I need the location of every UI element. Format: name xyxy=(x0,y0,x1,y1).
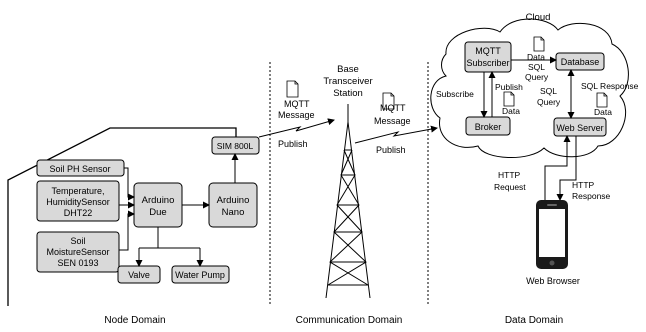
data-document-icon-c xyxy=(596,92,608,108)
node-domain-label: Node Domain xyxy=(104,315,165,326)
subscribe-label: Subscribe xyxy=(436,89,474,99)
mqtt-message-document-icon-right xyxy=(382,92,395,110)
mqtt-subscriber-label-2: Subscriber xyxy=(466,58,509,68)
web-server-label: Web Server xyxy=(556,123,603,133)
http-request-label-2: Request xyxy=(494,182,526,192)
temp-humidity-sensor-box xyxy=(36,180,120,222)
data-label-b: Data xyxy=(502,106,520,116)
mqtt-message-left-label-1: MQTT xyxy=(284,99,310,109)
database-label: Database xyxy=(561,57,600,67)
moisture-sensor-label-3: SEN 0193 xyxy=(57,258,98,268)
mqtt-message-document-icon-left xyxy=(286,80,299,98)
mqtt-message-right-label-1: MQTT xyxy=(380,103,406,113)
arduino-due-label-2: Due xyxy=(149,207,166,218)
publish-right-label: Publish xyxy=(376,145,406,155)
http-response-label-2: Response xyxy=(572,191,611,201)
publish-label: Publish xyxy=(495,82,523,92)
smartphone-icon xyxy=(536,200,568,269)
soil-moisture-sensor-box xyxy=(36,231,120,273)
temp-sensor-label-1: Temperature, xyxy=(51,186,104,196)
sql-response-label: SQL Response xyxy=(581,81,639,91)
communication-domain-label: Communication Domain xyxy=(296,315,403,326)
soil-ph-sensor-label: Soil PH Sensor xyxy=(49,164,110,174)
web-browser-label: Web Browser xyxy=(526,276,580,286)
sql-query-label-a2: Query xyxy=(525,72,549,82)
arduino-nano-label-2: Nano xyxy=(222,207,245,218)
web-server-box xyxy=(553,117,607,137)
valve-label: Valve xyxy=(128,270,150,280)
cloud-label: Cloud xyxy=(526,12,551,23)
http-request-label-1: HTTP xyxy=(498,170,521,180)
data-document-icon-a xyxy=(533,36,545,52)
moisture-sensor-label-1: Soil xyxy=(70,236,85,246)
greenhouse-outline xyxy=(7,127,237,306)
wireless-link-left xyxy=(258,118,335,138)
mqtt-message-left-label-2: Message xyxy=(278,110,315,120)
wireless-link-right xyxy=(354,125,438,144)
mqtt-subscriber-box xyxy=(464,41,512,73)
base-station-label-1: Base xyxy=(337,64,359,75)
data-label-a: Data xyxy=(527,52,545,62)
sql-query-label-b2: Query xyxy=(537,97,561,107)
data-label-c: Data xyxy=(594,107,612,117)
sim800l-label: SIM 800L xyxy=(217,141,254,151)
temp-sensor-label-2: HumiditySensor xyxy=(46,197,110,207)
http-request-arrow xyxy=(544,135,571,200)
transmission-tower-icon xyxy=(325,104,371,299)
mqtt-subscriber-label-1: MQTT xyxy=(475,46,501,56)
data-document-icon-b xyxy=(503,91,515,107)
temp-sensor-label-3: DHT22 xyxy=(64,208,93,218)
mqtt-message-right-label-2: Message xyxy=(374,116,411,126)
moisture-sensor-label-2: MoistureSensor xyxy=(46,247,109,257)
sql-query-label-a1: SQL xyxy=(528,62,545,72)
publish-left-label: Publish xyxy=(278,139,308,149)
ph-to-due-wire xyxy=(124,167,135,201)
arduino-due-label-1: Arduino xyxy=(142,195,175,206)
arduino-nano-label-1: Arduino xyxy=(217,195,250,206)
data-domain-label: Data Domain xyxy=(505,315,563,326)
broker-box xyxy=(465,116,511,136)
http-response-label-1: HTTP xyxy=(572,180,595,190)
sql-query-label-b1: SQL xyxy=(540,86,557,96)
base-station-label-3: Station xyxy=(333,88,363,99)
water-pump-label: Water Pump xyxy=(175,270,225,280)
broker-label: Broker xyxy=(475,122,502,132)
http-response-arrow xyxy=(556,136,577,201)
base-station-label-2: Transceiver xyxy=(323,76,372,87)
moisture-to-due-wire xyxy=(119,210,135,251)
